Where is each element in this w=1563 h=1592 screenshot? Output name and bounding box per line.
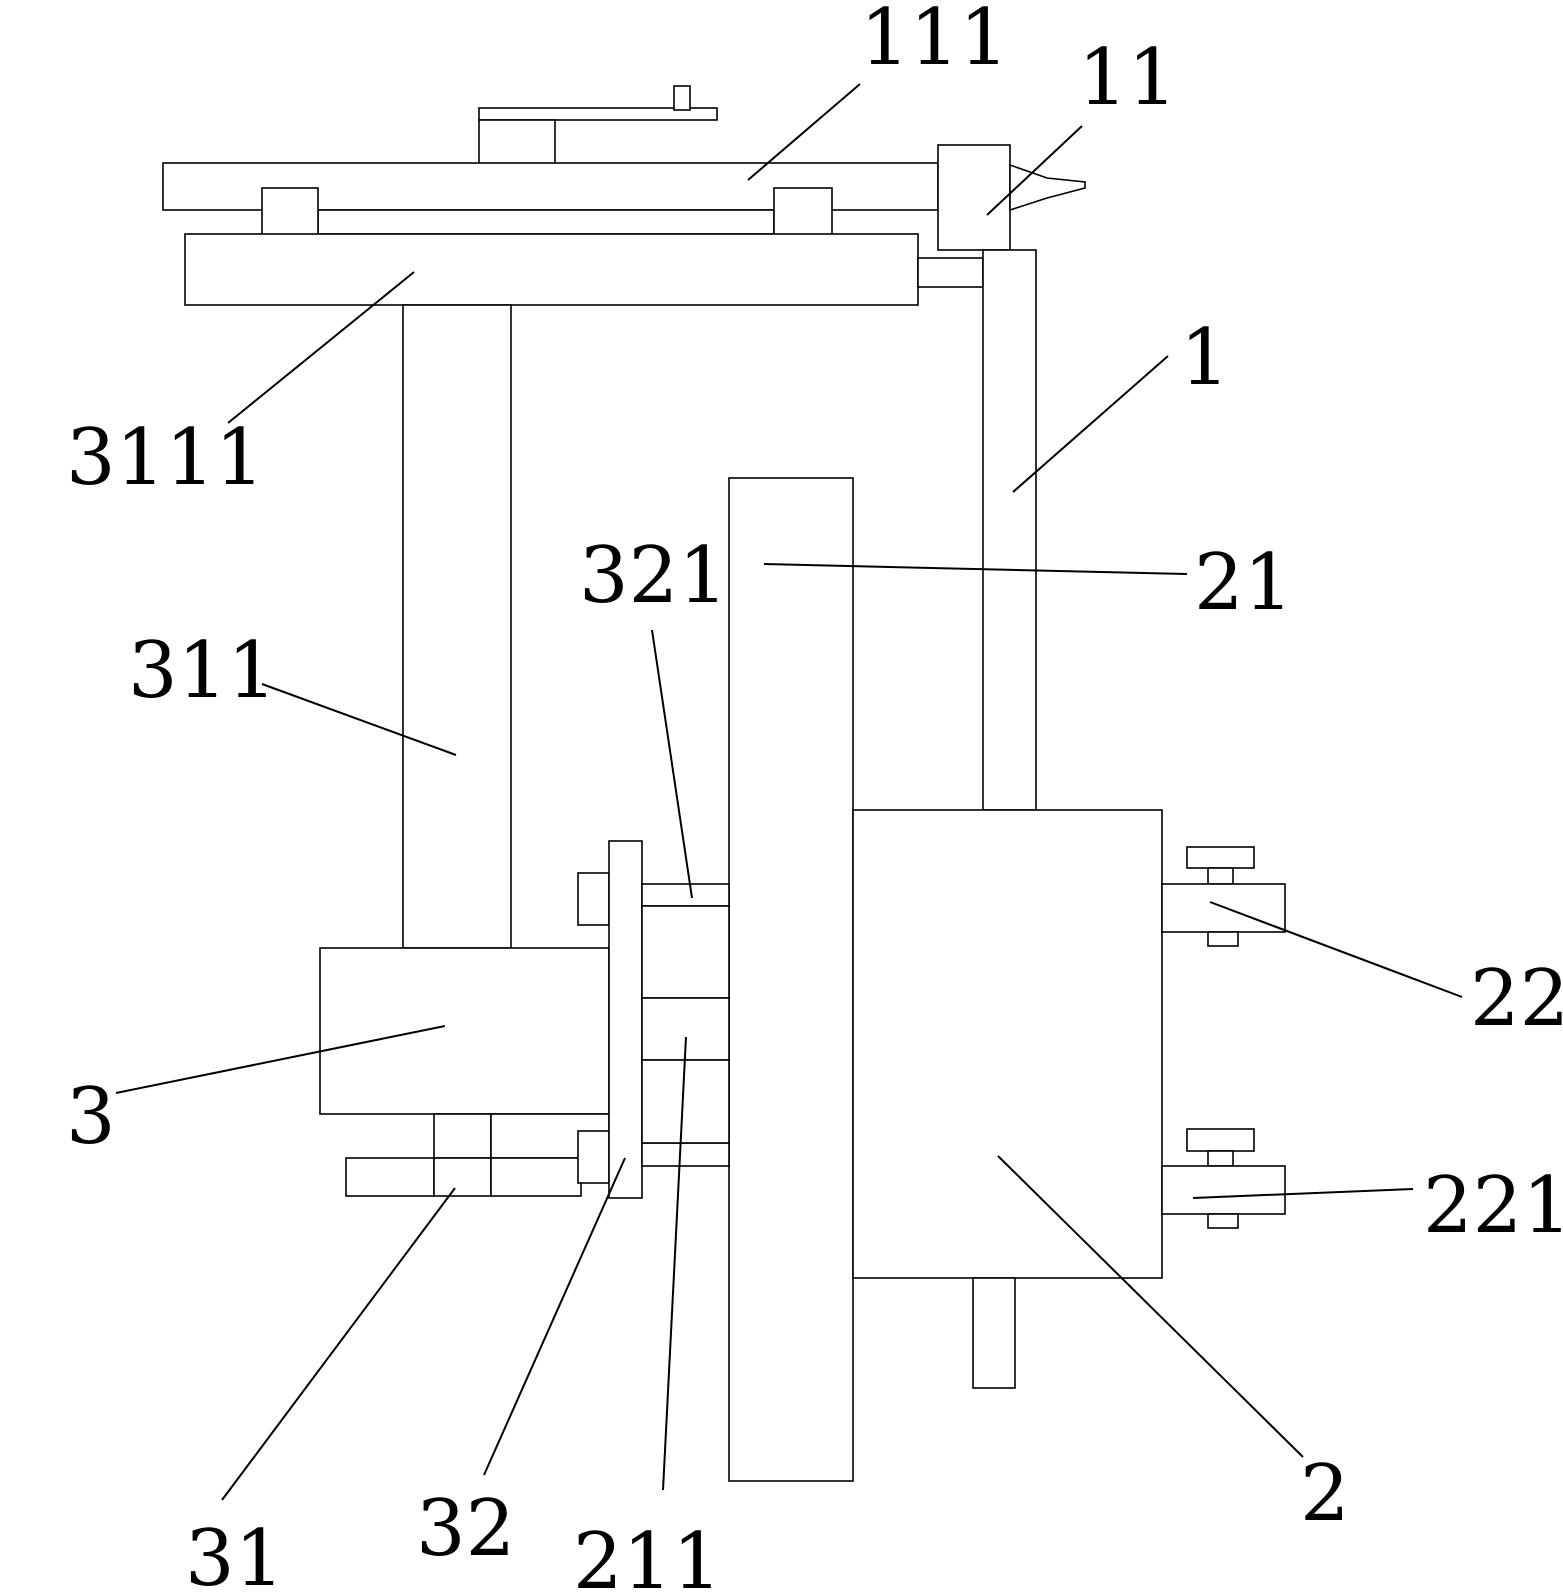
leader-1 — [1012, 355, 1169, 493]
bolt-321-top — [641, 883, 730, 907]
plate-32 — [608, 840, 643, 1199]
bottom-shaft — [972, 1277, 1016, 1389]
leader-111 — [747, 83, 861, 181]
leader-311 — [261, 683, 457, 756]
leader-22 — [1209, 901, 1463, 998]
nut-top — [577, 872, 610, 926]
spacer-lower — [641, 1059, 730, 1144]
leader-11 — [986, 125, 1083, 216]
fitting-221-cap — [1186, 1128, 1255, 1152]
label-221: 221 — [1423, 1161, 1563, 1251]
leader-31 — [221, 1187, 456, 1501]
column-311 — [402, 304, 512, 949]
fitting-22-foot — [1207, 931, 1239, 947]
leader-3 — [115, 1025, 446, 1094]
support-beam-3111 — [184, 233, 919, 306]
label-311: 311 — [128, 626, 277, 716]
block-3 — [319, 947, 610, 1115]
plate-21 — [728, 477, 854, 1482]
label-211: 211 — [573, 1517, 722, 1592]
label-22: 22 — [1470, 954, 1563, 1044]
left-mechanism — [319, 840, 730, 1199]
label-321: 321 — [579, 531, 728, 621]
fitting-22-cap — [1186, 846, 1255, 869]
fitting-221-stem — [1207, 1150, 1234, 1167]
mount-block-11 — [937, 144, 1011, 251]
label-1: 1 — [1180, 313, 1230, 403]
label-32: 32 — [416, 1484, 515, 1574]
leader-32 — [483, 1157, 626, 1476]
housing-assembly — [852, 809, 1286, 1389]
label-11: 11 — [1078, 33, 1177, 123]
fitting-221-foot — [1207, 1213, 1239, 1229]
tapered-nozzle — [1009, 163, 1086, 212]
leader-321 — [651, 629, 693, 899]
part-labels: 111 11 1 3111 21 321 311 22 3 221 31 32 … — [66, 0, 1563, 1592]
label-3: 3 — [66, 1072, 116, 1162]
leader-221 — [1192, 1188, 1414, 1199]
label-111: 111 — [860, 0, 1009, 83]
label-31: 31 — [185, 1514, 284, 1592]
fitting-221-body — [1161, 1165, 1286, 1215]
top-bar-knob — [673, 85, 691, 111]
leader-21 — [763, 563, 1188, 575]
connector-block — [917, 257, 984, 288]
leader-211 — [662, 1036, 687, 1491]
block-31-mid-lower — [433, 1157, 492, 1197]
nut-bottom — [577, 1130, 610, 1184]
spacer-upper — [641, 905, 730, 999]
top-assembly — [162, 85, 1086, 306]
leader-3111 — [227, 271, 415, 424]
label-21: 21 — [1194, 538, 1293, 628]
block-31-right-lower — [490, 1157, 582, 1197]
label-2: 2 — [1300, 1449, 1350, 1539]
main-housing-2 — [852, 809, 1163, 1279]
block-31-left — [345, 1157, 435, 1197]
rod — [317, 209, 775, 235]
fitting-22-stem — [1207, 867, 1234, 885]
vertical-post-1 — [982, 249, 1037, 811]
leader-2 — [997, 1155, 1304, 1458]
block-31-mid-upper — [433, 1113, 492, 1159]
bolt-321-bottom — [641, 1142, 730, 1167]
label-3111: 3111 — [66, 413, 265, 503]
top-bar-handle — [478, 107, 718, 121]
leader-lines — [115, 83, 1463, 1501]
